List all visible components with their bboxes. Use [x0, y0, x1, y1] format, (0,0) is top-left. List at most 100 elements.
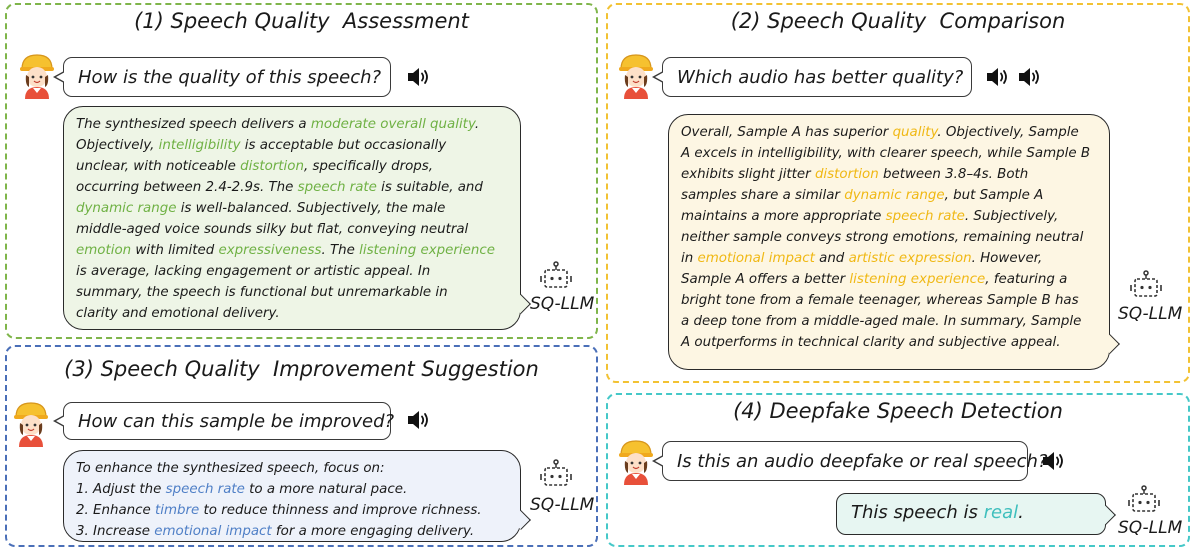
answer-line: 1. Adjust the speech rate to a more natu… [76, 479, 510, 500]
robot-icon [540, 459, 572, 489]
answer-text: . [1018, 502, 1024, 523]
answer-line: unclear, with noticeable distortion, spe… [76, 156, 510, 177]
answer-text: clarity and emotional delivery. [76, 306, 280, 321]
answer-text: between 3.8–4s. Both [878, 167, 1029, 182]
question-bubble: Is this an audio deepfake or real speech… [652, 441, 1048, 481]
highlighted-keyword: distortion [240, 159, 304, 174]
answer-text: 1. Adjust the [76, 482, 166, 497]
highlighted-keyword: dynamic range [76, 201, 177, 216]
answer-line: This speech is real. [851, 500, 1091, 526]
panel-title: (2) Speech Quality Comparison [730, 9, 1066, 33]
highlighted-keyword: emotion [76, 243, 132, 258]
answer-bubble: This speech is real. [836, 493, 1116, 535]
answer-line: occurring between 2.4-2.9s. The speech r… [76, 177, 510, 198]
answer-text: A outperforms in technical clarity and s… [681, 335, 1061, 350]
answer-text: to a more natural pace. [244, 482, 408, 497]
panel-deepfake-detection: (4) Deepfake Speech Detection Is this an… [606, 393, 1190, 547]
answer-text: unclear, with noticeable [76, 159, 241, 174]
answer-line: neither sample conveys strong emotions, … [681, 227, 1099, 248]
robot-icon [1130, 270, 1162, 300]
speaker-icon-sample-b[interactable] [1016, 65, 1042, 89]
answer-line: middle-aged voice sounds silky but flat,… [76, 219, 510, 240]
highlighted-keyword: intelligibility [158, 138, 241, 153]
answer-text: , specifically drops, [303, 159, 434, 174]
user-avatar-icon [17, 51, 57, 99]
answer-text: bright tone from a female teenager, wher… [681, 293, 1079, 308]
robot-icon [540, 261, 572, 291]
answer-line: dynamic range is well-balanced. Subjecti… [76, 198, 510, 219]
highlighted-keyword: emotional impact [697, 251, 815, 266]
answer-line: exhibits slight jitter distortion betwee… [681, 164, 1099, 185]
answer-line: The synthesized speech delivers a modera… [76, 114, 510, 135]
highlighted-keyword: listening experience [359, 243, 495, 258]
bot-label: SQ-LLM [530, 294, 595, 314]
user-avatar-icon [616, 51, 656, 99]
speaker-icon[interactable] [405, 65, 431, 89]
highlighted-keyword: quality [892, 125, 938, 140]
answer-text: maintains a more appropriate [681, 209, 886, 224]
question-bubble: How is the quality of this speech? [53, 57, 391, 97]
answer-line: samples share a similar dynamic range, b… [681, 185, 1099, 206]
answer-text: samples share a similar [681, 188, 845, 203]
question-text: How can this sample be improved? [78, 410, 395, 432]
question-text: Is this an audio deepfake or real speech… [677, 450, 1048, 472]
answer-line: Overall, Sample A has superior quality. … [681, 122, 1099, 143]
answer-line: maintains a more appropriate speech rate… [681, 206, 1099, 227]
speaker-icon[interactable] [405, 408, 431, 432]
answer-line: clarity and emotional delivery. [76, 303, 510, 324]
answer-text: to reduce thinness and improve richness. [199, 503, 482, 518]
answer-text: To enhance the synthesized speech, focus… [76, 461, 385, 476]
user-avatar-icon [616, 437, 656, 485]
answer-text: Objectively, [76, 138, 159, 153]
highlighted-keyword: artistic expression [848, 251, 972, 266]
highlighted-keyword: speech rate [165, 482, 245, 497]
answer-line: 2. Enhance timbre to reduce thinness and… [76, 500, 510, 521]
answer-line: A outperforms in technical clarity and s… [681, 332, 1099, 353]
answer-line: bright tone from a female teenager, wher… [681, 290, 1099, 311]
panel-title: (1) Speech Quality Assessment [134, 9, 469, 33]
answer-bubble: The synthesized speech delivers a modera… [63, 106, 531, 330]
answer-text: is acceptable but occasionally [240, 138, 447, 153]
highlighted-keyword: dynamic range [844, 188, 945, 203]
panel-quality-comparison: (2) Speech Quality Comparison Which audi… [606, 3, 1190, 383]
answer-line: Objectively, intelligibility is acceptab… [76, 135, 510, 156]
highlighted-keyword: distortion [814, 167, 879, 182]
answer-text: This speech is [851, 502, 984, 523]
answer-line: A excels in intelligibility, with cleare… [681, 143, 1099, 164]
answer-text: Sample A offers a better [681, 272, 850, 287]
highlighted-keyword: speech rate [297, 180, 377, 195]
answer-line: To enhance the synthesized speech, focus… [76, 458, 510, 479]
answer-text: 2. Enhance [76, 503, 156, 518]
user-avatar-icon [11, 399, 51, 447]
answer-text: . Objectively, Sample [937, 125, 1079, 140]
answer-line: summary, the speech is functional but un… [76, 282, 510, 303]
panel-title: (4) Deepfake Speech Detection [733, 399, 1063, 423]
highlighted-keyword: speech rate [885, 209, 965, 224]
highlighted-keyword: listening experience [849, 272, 986, 287]
answer-text: occurring between 2.4-2.9s. The [76, 180, 298, 195]
answer-bubble: To enhance the synthesized speech, focus… [63, 450, 531, 542]
answer-line: 3. Increase emotional impact for a more … [76, 521, 510, 542]
answer-text: with limited [131, 243, 219, 258]
speaker-icon-sample-a[interactable] [984, 65, 1010, 89]
answer-text: summary, the speech is functional but un… [76, 285, 448, 300]
answer-text: . [474, 117, 480, 132]
answer-bubble: Overall, Sample A has superior quality. … [668, 114, 1120, 370]
bot-label: SQ-LLM [530, 495, 595, 515]
answer-line: is average, lacking engagement or artist… [76, 261, 510, 282]
question-text: Which audio has better quality? [677, 66, 964, 88]
highlighted-keyword: moderate overall quality [310, 117, 475, 132]
answer-line: Sample A offers a better listening exper… [681, 269, 1099, 290]
answer-text: 3. Increase [76, 524, 155, 539]
answer-line: emotion with limited expressiveness. The… [76, 240, 510, 261]
answer-text: , but Sample A [944, 188, 1044, 203]
answer-text: . The [321, 243, 360, 258]
answer-text: Overall, Sample A has superior [681, 125, 893, 140]
answer-text: , featuring a [985, 272, 1068, 287]
answer-text: is well-balanced. Subjectively, the male [176, 201, 446, 216]
answer-text: is suitable, and [376, 180, 483, 195]
question-bubble: Which audio has better quality? [652, 57, 972, 97]
answer-text: a deep tone from a middle-aged male. In … [681, 314, 1082, 329]
answer-text: middle-aged voice sounds silky but flat,… [76, 222, 469, 237]
speaker-icon[interactable] [1040, 449, 1066, 473]
